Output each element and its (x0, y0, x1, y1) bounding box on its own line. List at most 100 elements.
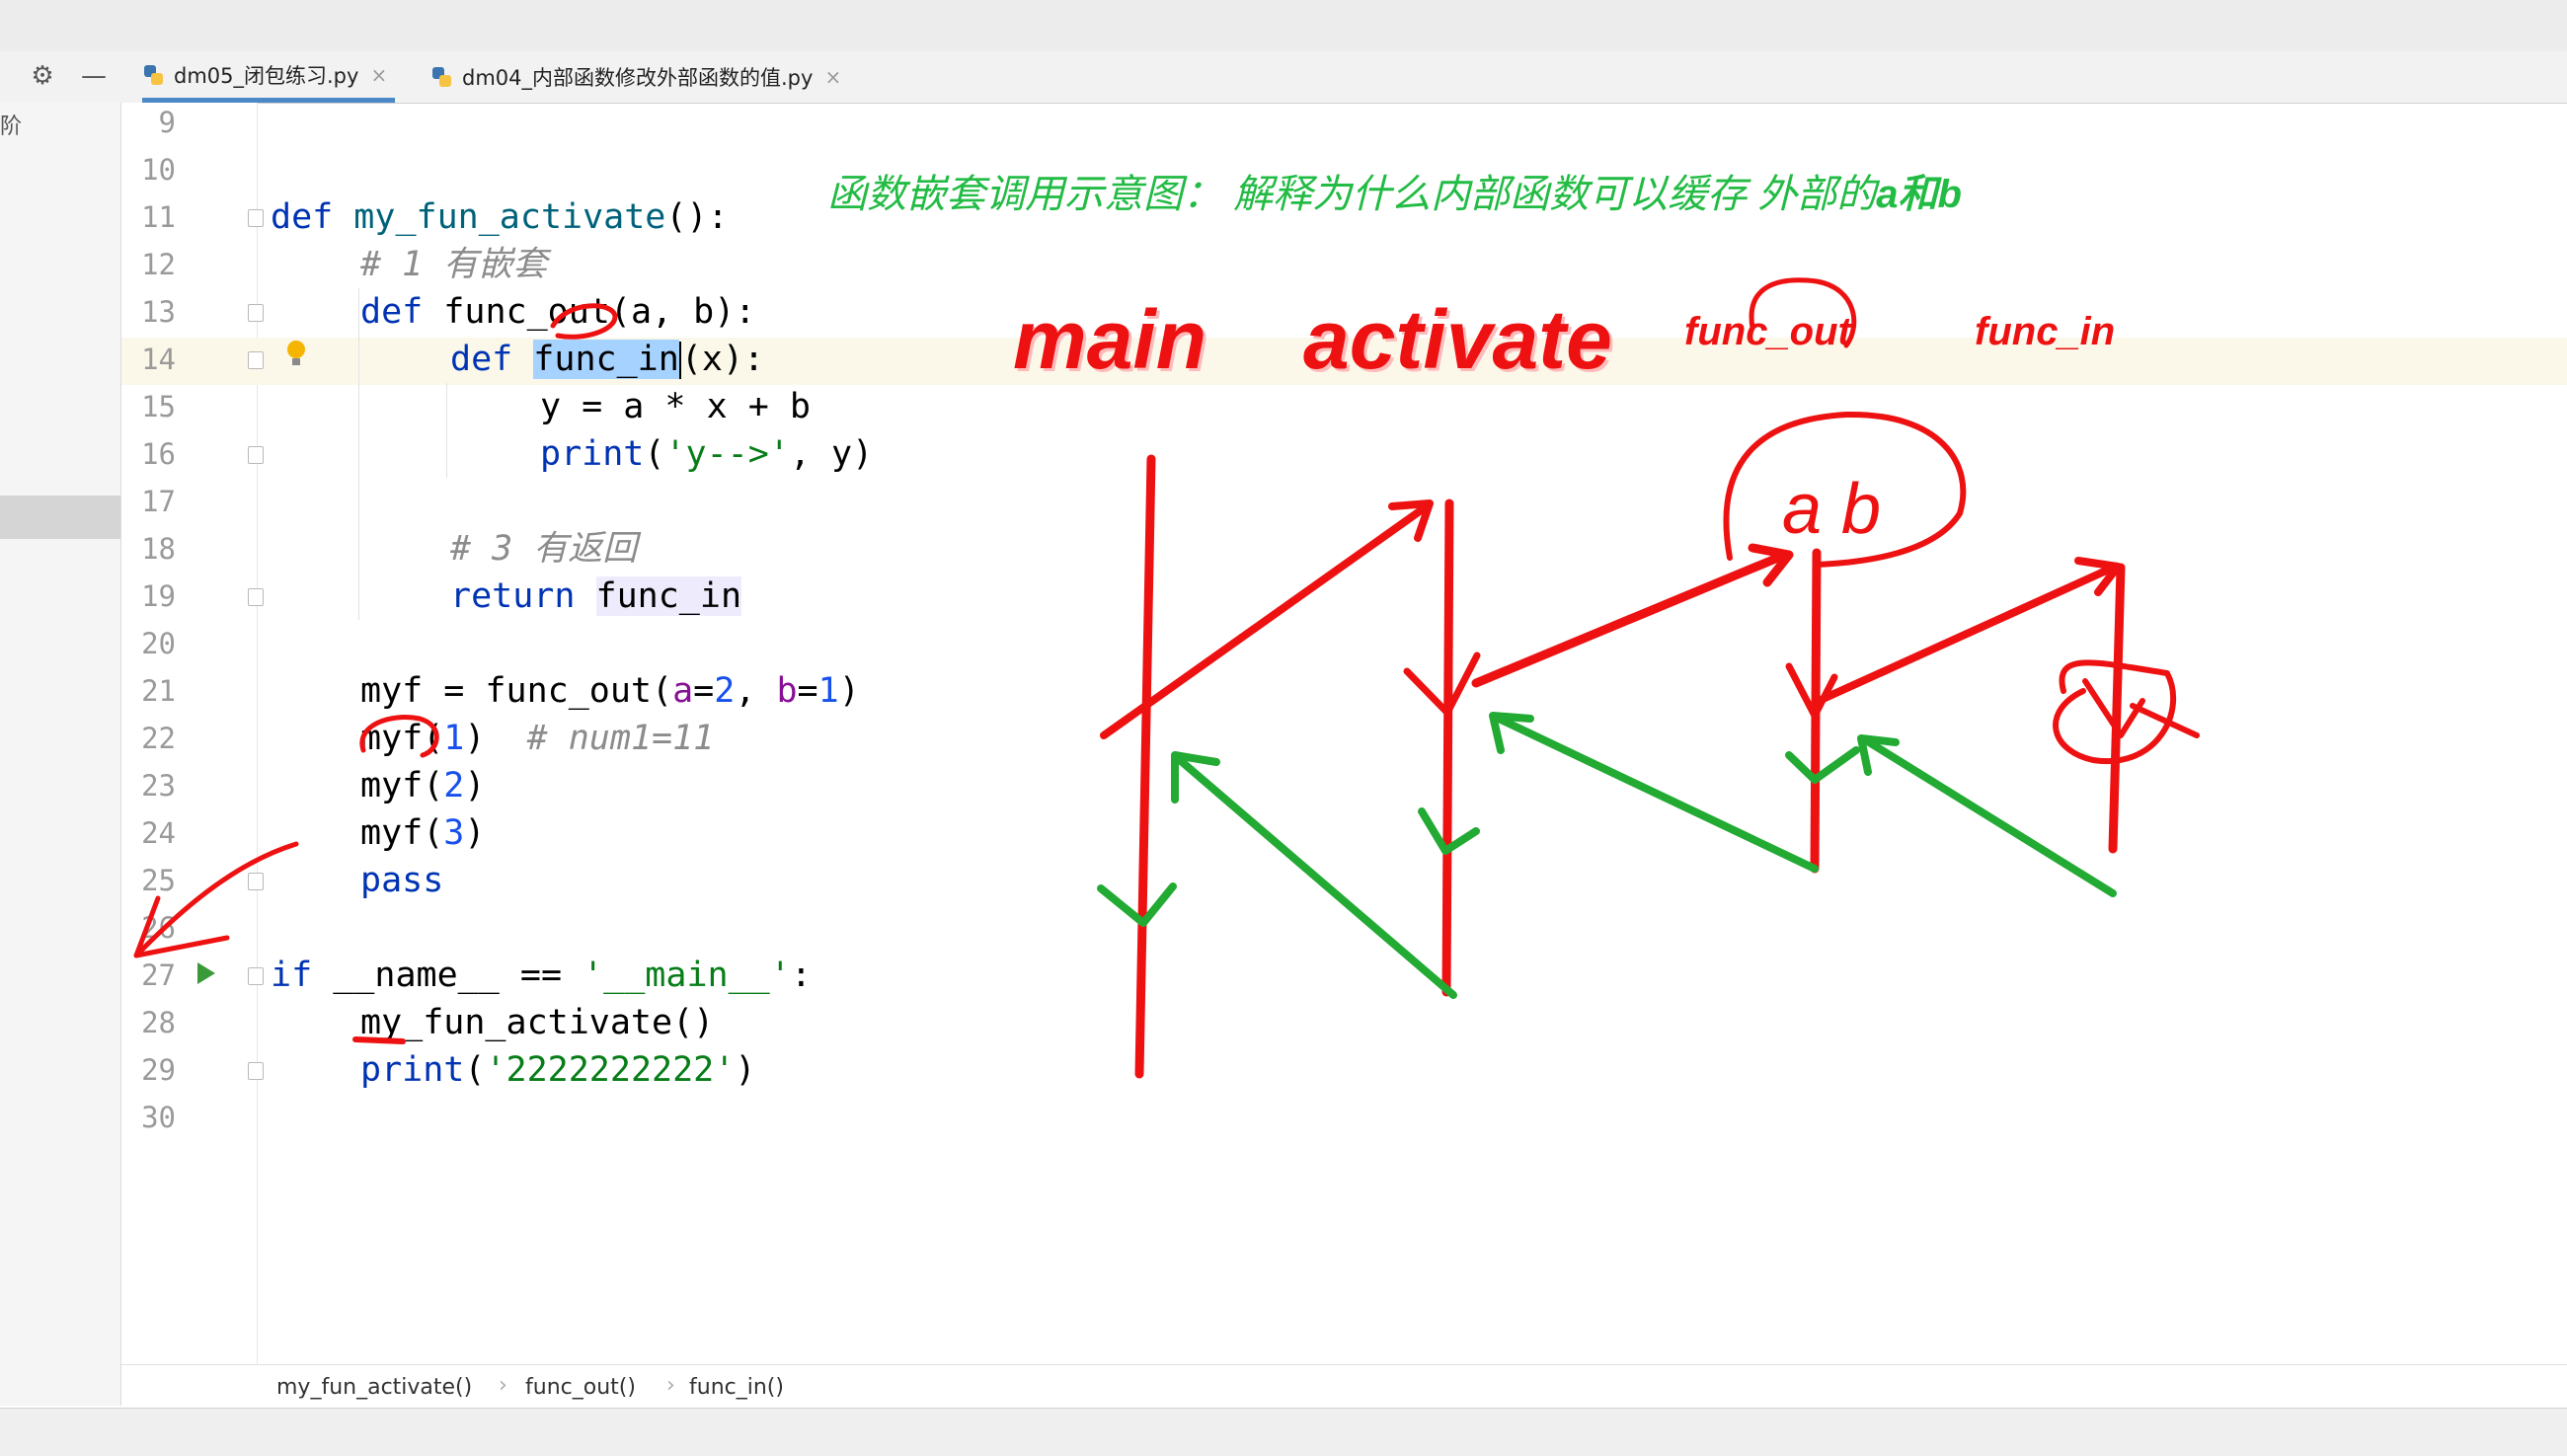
tab-dm04[interactable]: dm04_内部函数修改外部函数的值.py × (430, 51, 841, 103)
code-line[interactable]: if __name__ == '__main__': (271, 952, 812, 999)
line-number: 29 (141, 1053, 176, 1087)
fold-marker[interactable] (248, 304, 264, 322)
code-text: ) (464, 766, 486, 805)
number-literal: 2 (443, 766, 465, 805)
breadcrumb-item[interactable]: func_out() (525, 1375, 636, 1400)
line-number: 16 (141, 437, 176, 471)
fold-marker[interactable] (248, 967, 264, 985)
closure-vars-label: a b (1782, 470, 1881, 549)
number-literal: 3 (443, 813, 465, 853)
keyword: def (360, 292, 424, 332)
call-arrow (1100, 504, 1428, 739)
func-out-lifeline (1810, 548, 1822, 874)
keyword: pass (360, 861, 444, 900)
call-arrow (1815, 564, 2117, 705)
code-line[interactable]: def func_in(x): (450, 336, 764, 383)
indent-guide (358, 288, 359, 620)
code-line[interactable]: myf = func_out(a=2, b=1) (360, 667, 860, 715)
python-file-icon (430, 66, 452, 88)
string-literal: '__main__' (583, 956, 791, 995)
code-text: = (797, 671, 818, 711)
editor-tab-bar (0, 51, 2567, 104)
return-arrow (1862, 736, 2117, 897)
close-icon[interactable]: × (370, 62, 388, 87)
tab-dm05[interactable]: dm05_闭包练习.py × (142, 51, 396, 103)
breadcrumb-separator: › (666, 1373, 675, 1398)
number-literal: 1 (817, 671, 839, 711)
gear-icon[interactable]: ⚙ (31, 61, 54, 91)
line-number: 9 (158, 106, 176, 139)
fold-marker[interactable] (248, 446, 264, 464)
annotation-text: 函数嵌套调用示意图： 解释为什么内部函数可以缓存 外部的 (827, 173, 1877, 216)
fold-marker[interactable] (248, 209, 264, 227)
close-icon[interactable]: × (824, 65, 842, 89)
down-arrowhead (1418, 807, 1480, 855)
down-arrowhead (1097, 882, 1177, 927)
selected-function-name: func_in (533, 340, 679, 379)
code-line[interactable]: return func_in (450, 573, 742, 620)
call-arrowhead (1388, 499, 1434, 542)
run-icon[interactable] (197, 962, 215, 984)
line-number: 19 (141, 579, 176, 613)
code-text: ) (464, 813, 486, 853)
code-line[interactable]: def func_out(a, b): (360, 288, 755, 336)
line-number: 12 (141, 248, 176, 281)
breadcrumb-item[interactable]: func_in() (689, 1375, 784, 1400)
fold-marker[interactable] (248, 351, 264, 369)
keyword: def (450, 340, 513, 379)
code-text: , (735, 671, 777, 711)
code-text: __name__ == (312, 956, 583, 995)
down-arrowhead (1785, 746, 1860, 784)
project-selected-row[interactable] (0, 496, 120, 539)
line-number: 20 (141, 627, 176, 660)
code-line[interactable]: myf(3) (360, 809, 485, 857)
label-func-in: func_in (1975, 310, 2116, 353)
line-number: 11 (141, 200, 176, 234)
project-item-label[interactable]: 阶 (0, 115, 23, 139)
lightbulb-icon[interactable] (285, 341, 307, 370)
code-text: = (693, 671, 715, 711)
breadcrumb-item[interactable]: my_fun_activate() (276, 1375, 473, 1400)
current-line-highlight (121, 338, 2567, 385)
line-number: 13 (141, 295, 176, 329)
code-line[interactable]: # 1 有嵌套 (360, 241, 547, 288)
code-text: y = a * x + b (540, 387, 811, 426)
label-func-out: func_out (1684, 310, 1851, 353)
fold-marker[interactable] (248, 1062, 264, 1080)
code-line[interactable]: # 3 有返回 (450, 525, 637, 573)
fold-marker[interactable] (248, 873, 264, 890)
return-arrowhead (1857, 734, 1900, 776)
python-file-icon (142, 64, 164, 86)
code-line[interactable]: y = a * x + b (540, 383, 811, 430)
breadcrumb: my_fun_activate() › func_out() › func_in… (121, 1364, 2567, 1409)
minus-icon[interactable]: — (81, 61, 107, 91)
builtin-function: print (540, 434, 645, 474)
label-main: main (1013, 293, 1207, 386)
line-number: 18 (141, 532, 176, 566)
code-line[interactable]: my_fun_activate() (360, 999, 714, 1046)
breadcrumb-separator: › (499, 1373, 507, 1398)
call-arrowhead (2074, 557, 2122, 596)
param-name: a (672, 671, 694, 711)
builtin-function: print (360, 1050, 465, 1090)
annotation-text-bold: a和b (1876, 173, 1962, 216)
tab-label: dm05_闭包练习.py (174, 63, 359, 88)
code-line[interactable]: print('2222222222') (360, 1046, 755, 1094)
code-text: ) (838, 671, 860, 711)
code-line[interactable]: myf(2) (360, 762, 485, 809)
project-panel: 阶 (0, 103, 121, 1406)
call-arrow (1471, 550, 1790, 688)
return-arrow (1495, 715, 1819, 873)
line-number: 17 (141, 485, 176, 518)
entry-tick (1403, 651, 1481, 717)
code-line[interactable]: def my_fun_activate(): (271, 193, 729, 241)
fold-marker[interactable] (248, 588, 264, 606)
code-text: ) (735, 1050, 756, 1090)
code-line[interactable]: pass (360, 857, 443, 904)
line-number: 22 (141, 722, 176, 755)
code-line[interactable]: print('y-->', y) (540, 430, 873, 478)
code-line[interactable]: myf(1) # num1=11 (360, 715, 714, 762)
keyword: return (450, 576, 576, 616)
line-number: 15 (141, 390, 176, 423)
label-activate: activate (1303, 293, 1612, 386)
